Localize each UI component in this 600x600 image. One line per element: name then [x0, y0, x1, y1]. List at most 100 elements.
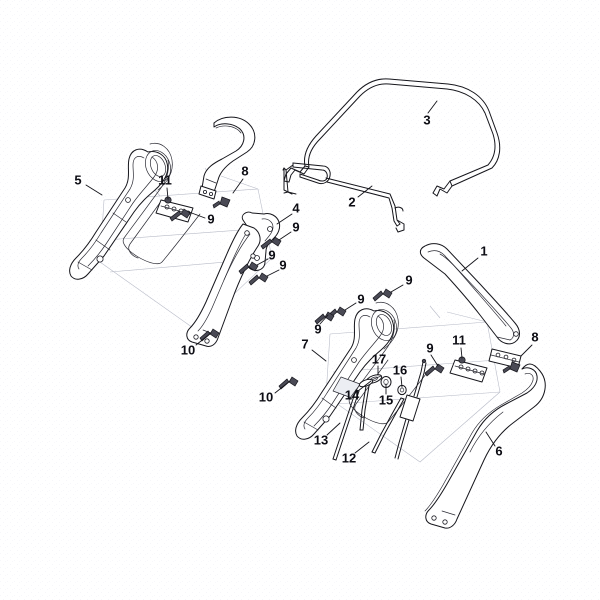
callout-14-number: 14: [345, 387, 360, 402]
callout-9e-leader: [390, 284, 404, 293]
part-5-inner-arm: [122, 159, 201, 264]
callout-13-number: 13: [314, 432, 328, 447]
callout-7-number: 7: [301, 336, 308, 351]
callout-8a: 8: [232, 163, 249, 194]
callout-12-number: 12: [342, 450, 356, 465]
callout-9b: 9: [278, 219, 300, 241]
callout-5: 5: [74, 172, 103, 196]
callout-14: 14: [345, 380, 372, 402]
callout-9h-leader: [430, 354, 439, 367]
callout-15: 15: [379, 383, 393, 407]
callout-9f-number: 9: [357, 291, 364, 306]
callout-4-number: 4: [292, 200, 300, 215]
callout-3: 3: [423, 100, 438, 127]
callout-9g: 9: [314, 314, 329, 336]
callout-15-number: 15: [379, 392, 393, 407]
callout-10b-leader: [274, 380, 291, 394]
callout-7: 7: [301, 336, 327, 362]
callout-6-number: 6: [495, 443, 502, 458]
callout-2-leader: [357, 185, 373, 198]
callout-9c-leader: [256, 258, 269, 266]
callout-16-number: 16: [393, 362, 407, 377]
callout-12: 12: [342, 441, 370, 465]
screw-9c: [238, 261, 259, 275]
callout-9e: 9: [390, 272, 413, 293]
part-7-lever-housing-right: [295, 301, 427, 440]
callout-4: 4: [276, 200, 300, 225]
screw-8a: [212, 196, 231, 209]
callout-11a-number: 11: [158, 172, 172, 187]
callout-10b-number: 10: [259, 389, 273, 404]
screw-9h: [424, 363, 445, 377]
callout-13: 13: [314, 422, 341, 447]
callout-11b: 11: [452, 332, 466, 359]
callout-8b-number: 8: [531, 329, 538, 344]
callout-3-leader: [427, 100, 438, 114]
screw-8b: [502, 361, 521, 374]
callout-11b-leader: [460, 347, 463, 359]
callout-9e-number: 9: [405, 272, 412, 287]
callout-11a-leader: [166, 187, 169, 200]
callout-9c: 9: [256, 247, 276, 266]
part-6-handle-shell-right-lower: [424, 363, 546, 529]
callout-6-leader: [485, 431, 496, 447]
callout-17-number: 17: [372, 351, 386, 366]
callout-9d-number: 9: [279, 257, 286, 272]
callout-8a-number: 8: [241, 163, 248, 178]
callout-9g-leader: [319, 314, 329, 325]
screw-9d: [248, 272, 269, 286]
callout-13-leader: [326, 422, 341, 436]
callout-9b-number: 9: [292, 219, 299, 234]
screw-9a: [169, 208, 191, 222]
callout-9c-number: 9: [268, 247, 275, 262]
callout-10a-number: 10: [181, 342, 195, 357]
screw-10a: [199, 328, 220, 342]
fasteners: [169, 196, 521, 390]
callout-9f-leader: [344, 302, 357, 311]
callout-5-leader: [85, 184, 103, 196]
callout-4-leader: [276, 213, 293, 225]
part-5-handle-shell-left-upper: [69, 142, 173, 280]
callout-5-number: 5: [74, 172, 81, 187]
callout-8b-leader: [520, 344, 533, 357]
callout-14-leader: [357, 380, 372, 392]
callout-9d: 9: [266, 257, 287, 277]
callout-9h-number: 9: [426, 340, 433, 355]
part-cable-housing: [394, 358, 427, 460]
callout-1-number: 1: [480, 243, 487, 258]
callout-2: 2: [348, 185, 373, 209]
part-11-pivot-bracket-right: [449, 356, 488, 383]
callout-6: 6: [485, 431, 503, 458]
part-14-spring-link: [358, 378, 374, 431]
callout-9a: 9: [188, 211, 215, 226]
callout-9b-leader: [278, 231, 292, 241]
callout-11a: 11: [158, 172, 172, 200]
part-1-upper-handle-bar-right: [419, 243, 522, 369]
part-left-lower-shell: [186, 223, 261, 347]
screw-9e: [372, 288, 393, 302]
callout-12-leader: [354, 441, 370, 454]
callout-9h: 9: [426, 340, 439, 367]
callout-8a-leader: [232, 178, 244, 194]
callout-10a-leader: [195, 332, 212, 346]
callout-16-leader: [400, 376, 403, 388]
callout-9g-number: 9: [314, 321, 321, 336]
callout-3-number: 3: [423, 112, 430, 127]
callout-17: 17: [372, 351, 386, 376]
callout-9a-number: 9: [207, 211, 214, 226]
callout-10b: 10: [259, 380, 291, 404]
callout-9a-leader: [188, 211, 206, 219]
screw-9g: [314, 311, 335, 325]
callout-16: 16: [393, 362, 407, 388]
part-3-control-bail-upper: [283, 78, 501, 197]
part-12-cable-rod-long: [371, 397, 405, 454]
callout-7-leader: [311, 349, 327, 362]
callout-1: 1: [461, 243, 488, 272]
part-8-grip-left: [198, 116, 256, 200]
callout-2-number: 2: [348, 194, 355, 209]
screw-10b: [278, 376, 299, 390]
callout-10a: 10: [181, 332, 212, 357]
